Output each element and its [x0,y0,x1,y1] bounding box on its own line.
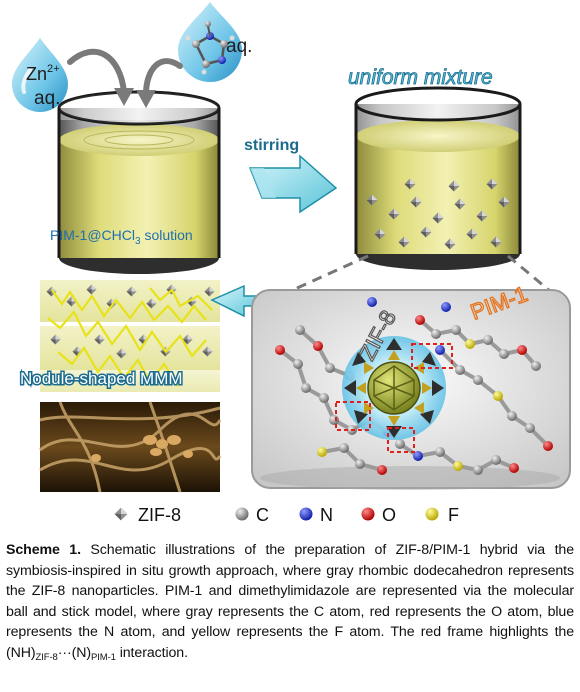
legend-c-label: C [256,505,269,525]
zinc-aq-label: aq. [34,88,60,109]
caption-sub-pim: PIM-1 [91,651,116,663]
membrane-schematic [40,280,220,392]
membrane-photo [39,401,222,493]
figure-caption: Scheme 1. Schematic illustrations of the… [6,540,574,663]
zinc-label: Zn2+ [26,63,60,84]
ligand-aq-label: aq. [226,36,252,57]
imidazole-molecule-icon [185,21,235,75]
legend-item-f: F [425,505,459,525]
left-beaker: PIM-1@CHCl3 solution [50,90,221,274]
uniform-mixture-label: uniform mixture [348,66,493,89]
zif8-particle [342,336,446,440]
caption-text: Schematic illustrations of the preparati… [6,542,574,661]
legend: ZIF-8 C N O F [114,505,459,525]
caption-interaction: ···(N) [57,644,92,661]
membrane-label: Nodule-shaped MMM [20,369,183,388]
legend-n-label: N [320,505,333,525]
oxygen-atom-icon [361,507,375,521]
molecular-panel: ZIF-8 PIM-1 [251,280,571,490]
stirring-label: stirring [244,137,299,154]
stirring-arrow-icon [248,154,338,214]
left-solution-label: PIM-1@CHCl3 solution [50,227,193,247]
interaction-frames [335,343,453,453]
carbon-atom-icon [235,507,249,521]
zinc-drop: Zn2+ aq. [12,38,68,112]
legend-item-o: O [361,505,396,525]
legend-f-label: F [448,505,459,525]
ligand-drop: aq. [178,2,252,82]
zif8-cube-icon [114,507,128,521]
legend-zif8-label: ZIF-8 [138,505,181,525]
caption-end: interaction. [115,644,188,661]
caption-sub-zif: ZIF-8 [35,651,58,663]
polymer-chains [47,287,213,387]
legend-item-n: N [299,505,333,525]
pour-arrows [67,48,183,108]
legend-item-zif8: ZIF-8 [114,505,181,525]
legend-item-c: C [235,505,269,525]
fluorine-atom-icon [425,507,439,521]
legend-o-label: O [382,505,396,525]
caption-label: Scheme 1. [6,542,81,558]
right-beaker [354,86,522,270]
scheme-illustration: PIM-1@CHCl3 solution Zn2+ aq. aq. [12,2,571,525]
nitrogen-atom-icon [299,507,313,521]
